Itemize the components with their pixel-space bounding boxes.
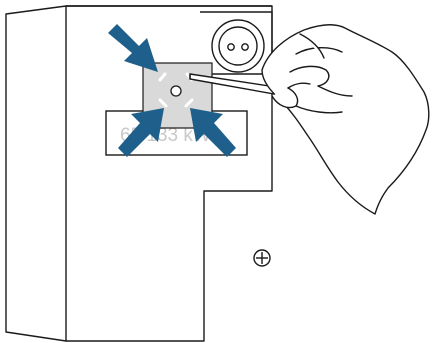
housing-side-face [6,6,66,341]
optical-port [171,86,181,96]
hand-outline [262,25,429,214]
arrow-top-left-icon [108,24,158,72]
screw-icon [254,250,270,266]
hand [262,25,429,214]
housing-front-face [66,6,272,341]
